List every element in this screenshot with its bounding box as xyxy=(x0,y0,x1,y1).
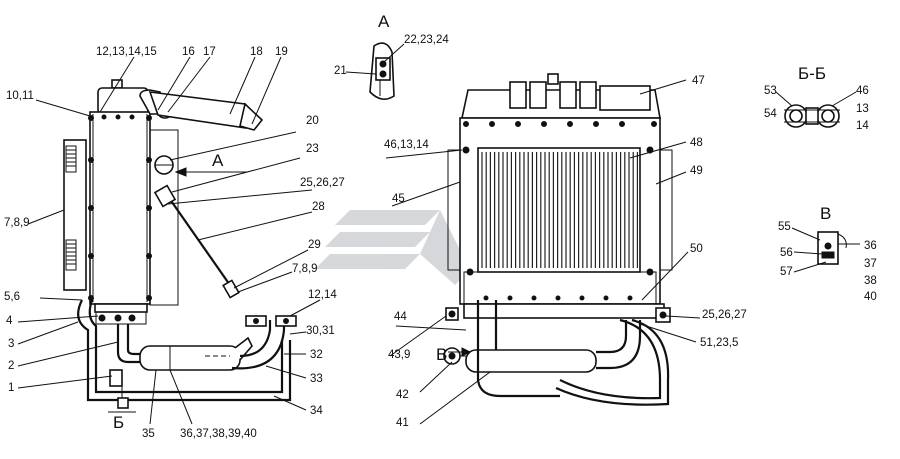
top-tank-ribs xyxy=(509,81,651,111)
label-25-26-27: 25,26,27 xyxy=(300,177,345,189)
watermark-logo xyxy=(315,210,470,285)
spring-bottom xyxy=(65,239,77,271)
label-53: 53 xyxy=(764,85,777,97)
label-28: 28 xyxy=(312,201,325,213)
edge-bolts xyxy=(88,114,152,301)
label-43-9: 43,9 xyxy=(388,349,410,361)
label-18: 18 xyxy=(250,46,263,58)
label-2: 2 xyxy=(8,360,14,372)
label-10-11: 10,11 xyxy=(6,90,34,102)
label-45: 45 xyxy=(392,193,405,205)
spring-top xyxy=(65,145,77,173)
label-13: 13 xyxy=(856,103,869,115)
tank-35 xyxy=(139,345,241,371)
label-25-26-27-b: 25,26,27 xyxy=(702,309,747,321)
core-fins xyxy=(481,152,639,268)
label-1: 1 xyxy=(8,382,14,394)
label-57: 57 xyxy=(780,266,793,278)
bottom-mount xyxy=(94,303,148,313)
label-50: 50 xyxy=(690,243,703,255)
label-44: 44 xyxy=(394,311,407,323)
label-46: 46 xyxy=(856,85,869,97)
detail-view-v xyxy=(817,231,847,265)
label-34: 34 xyxy=(310,405,323,417)
label-16: 16 xyxy=(182,46,195,58)
label-37: 37 xyxy=(864,258,877,270)
top-tank xyxy=(97,87,149,115)
label-38: 38 xyxy=(864,275,877,287)
label-40: 40 xyxy=(864,291,877,303)
label-20: 20 xyxy=(306,115,319,127)
label-22-23-24: 22,23,24 xyxy=(404,34,449,46)
label-51-23-5: 51,23,5 xyxy=(700,337,738,349)
outlet-pipe xyxy=(116,324,140,364)
label-12-13-14-15: 12,13,14,15 xyxy=(96,46,157,58)
side-view xyxy=(63,79,297,413)
label-47: 47 xyxy=(692,75,705,87)
section-b-marker: Б xyxy=(113,413,124,432)
rising-pipe xyxy=(239,320,272,358)
label-42: 42 xyxy=(396,389,409,401)
drain-valve xyxy=(109,369,123,387)
label-14: 14 xyxy=(856,120,869,132)
label-4: 4 xyxy=(6,315,13,327)
detail-view-a xyxy=(369,42,395,100)
label-29: 29 xyxy=(308,239,321,251)
right-curved-pipe xyxy=(559,318,662,400)
section-v-title: В xyxy=(820,204,831,223)
label-35: 35 xyxy=(142,428,155,440)
label-55: 55 xyxy=(778,221,791,233)
label-46-13-14: 46,13,14 xyxy=(384,139,429,151)
top-bolt-row xyxy=(462,121,657,154)
leader-lines xyxy=(17,43,860,425)
label-21: 21 xyxy=(334,65,347,77)
radiator-core-side xyxy=(89,111,151,305)
label-32: 32 xyxy=(310,349,323,361)
label-33: 33 xyxy=(310,373,323,385)
label-56: 56 xyxy=(780,247,793,259)
callout-labels: 12,13,14,15 16 17 18 19 10,11 20 23 25,2… xyxy=(4,34,877,440)
front-filler-cap xyxy=(547,73,559,85)
detail-view-bb xyxy=(784,104,840,128)
view-v-marker: В xyxy=(436,345,447,364)
label-30-31: 30,31 xyxy=(306,325,335,337)
radiator-core-front xyxy=(477,147,641,273)
label-19: 19 xyxy=(275,46,288,58)
label-5-6: 5,6 xyxy=(4,291,20,303)
label-12-14: 12,14 xyxy=(308,289,337,301)
label-17: 17 xyxy=(203,46,216,58)
label-23: 23 xyxy=(306,143,319,155)
side-panel xyxy=(149,129,179,306)
label-36-40: 36,37,38,39,40 xyxy=(180,428,257,440)
label-41: 41 xyxy=(396,417,409,429)
front-view xyxy=(443,73,673,406)
label-48: 48 xyxy=(690,137,703,149)
label-36-b: 36 xyxy=(864,240,877,252)
tank-41 xyxy=(465,349,597,373)
lower-long-pipe xyxy=(77,299,292,402)
label-54: 54 xyxy=(764,108,777,120)
label-3: 3 xyxy=(8,338,14,350)
view-a-arrow-label: А xyxy=(212,151,224,170)
section-a-title: А xyxy=(378,12,390,31)
label-7-8-9-b: 7,8,9 xyxy=(292,263,318,275)
label-49: 49 xyxy=(690,165,703,177)
section-bb-title: Б-Б xyxy=(798,64,826,83)
sensor-cable xyxy=(166,194,233,289)
label-7-8-9: 7,8,9 xyxy=(4,217,30,229)
